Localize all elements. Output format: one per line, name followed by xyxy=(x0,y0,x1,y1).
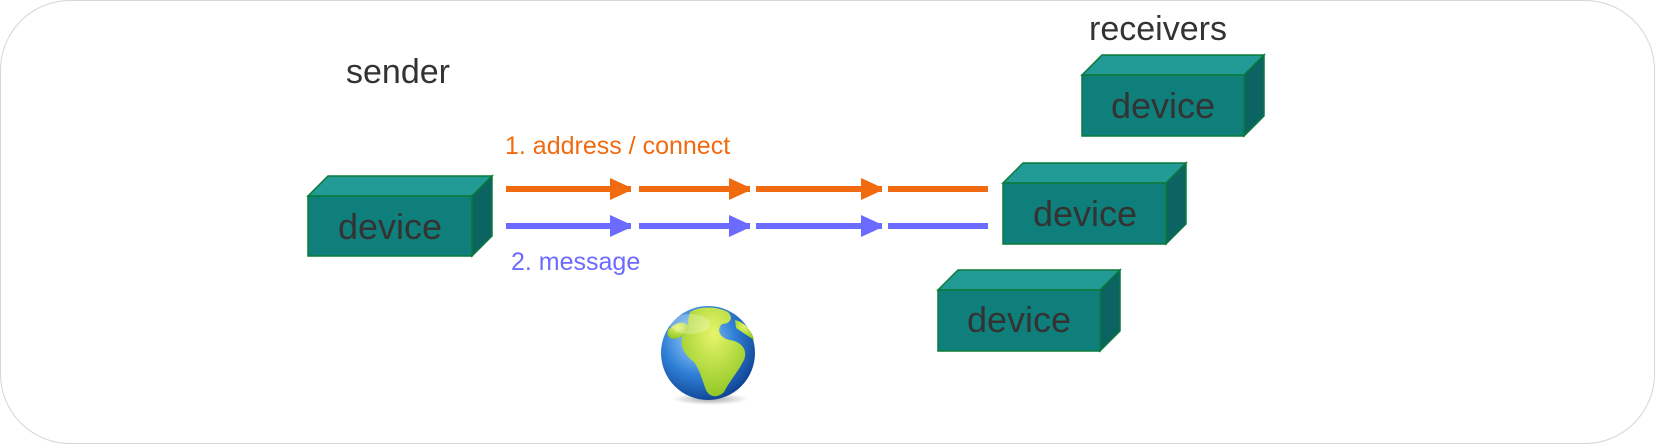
sender-device: device xyxy=(306,174,494,258)
flow-arrowhead xyxy=(861,215,885,237)
flow-arrowhead xyxy=(861,178,885,200)
flow-arrowhead xyxy=(610,178,634,200)
receiver-device-2-label: device xyxy=(1033,193,1137,234)
address-connect-flow: 1. address / connect xyxy=(505,132,988,200)
receiver-device-1-label: device xyxy=(1111,85,1215,126)
receiver-device-3-label: device xyxy=(967,299,1071,340)
message-label: 2. message xyxy=(511,248,640,276)
address-connect-label: 1. address / connect xyxy=(505,132,730,160)
flow-arrowhead xyxy=(729,178,753,200)
receivers-title: receivers xyxy=(1089,10,1227,48)
receiver-device-3: device xyxy=(936,268,1122,353)
receiver-device-1: device xyxy=(1080,53,1266,138)
receiver-device-2: device xyxy=(1001,161,1188,246)
globe-icon xyxy=(661,306,755,405)
flow-arrowhead xyxy=(610,215,634,237)
flow-arrowhead xyxy=(729,215,753,237)
sender-device-label: device xyxy=(338,206,442,247)
message-flow: 2. message xyxy=(506,215,988,276)
sender-title: sender xyxy=(346,53,450,91)
